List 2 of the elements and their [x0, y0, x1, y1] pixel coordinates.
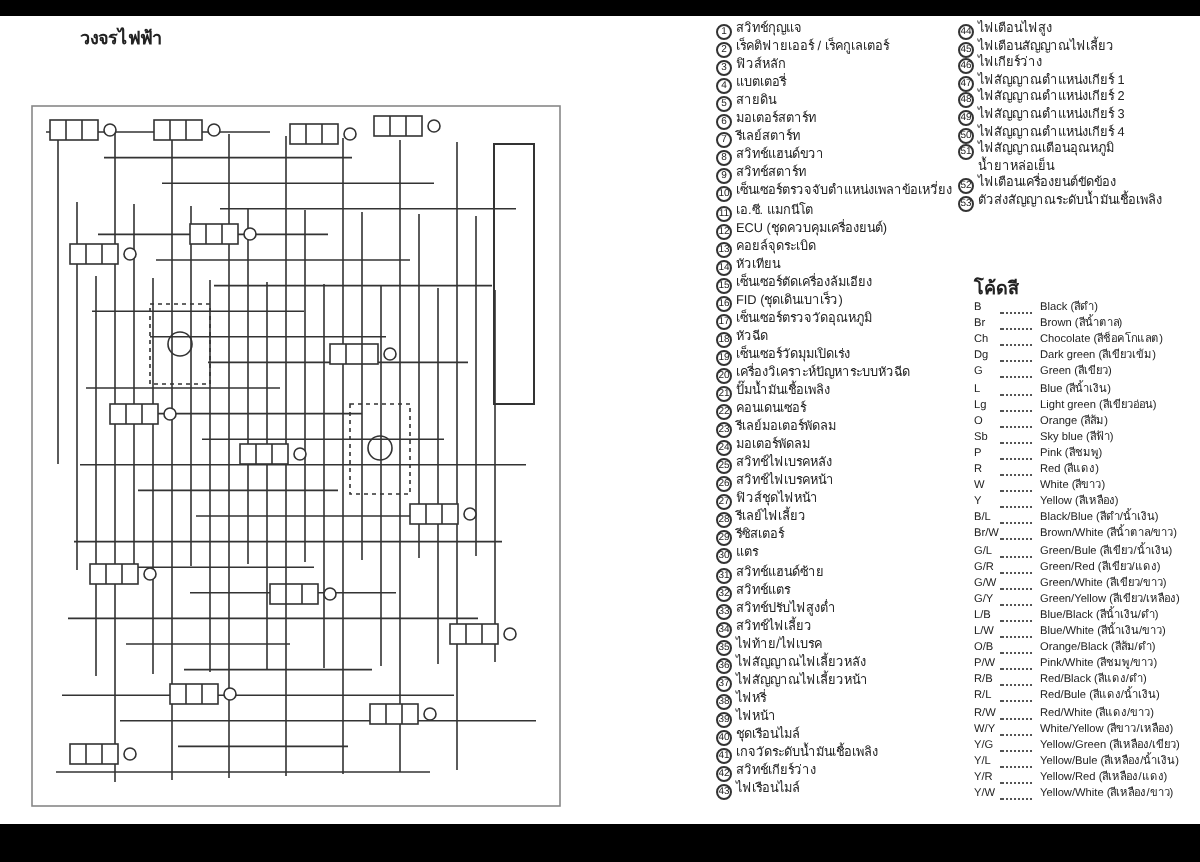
table-heading: โค้ดสี	[974, 280, 1018, 298]
diagram-title: วงจรไฟฟ้า	[80, 30, 162, 48]
